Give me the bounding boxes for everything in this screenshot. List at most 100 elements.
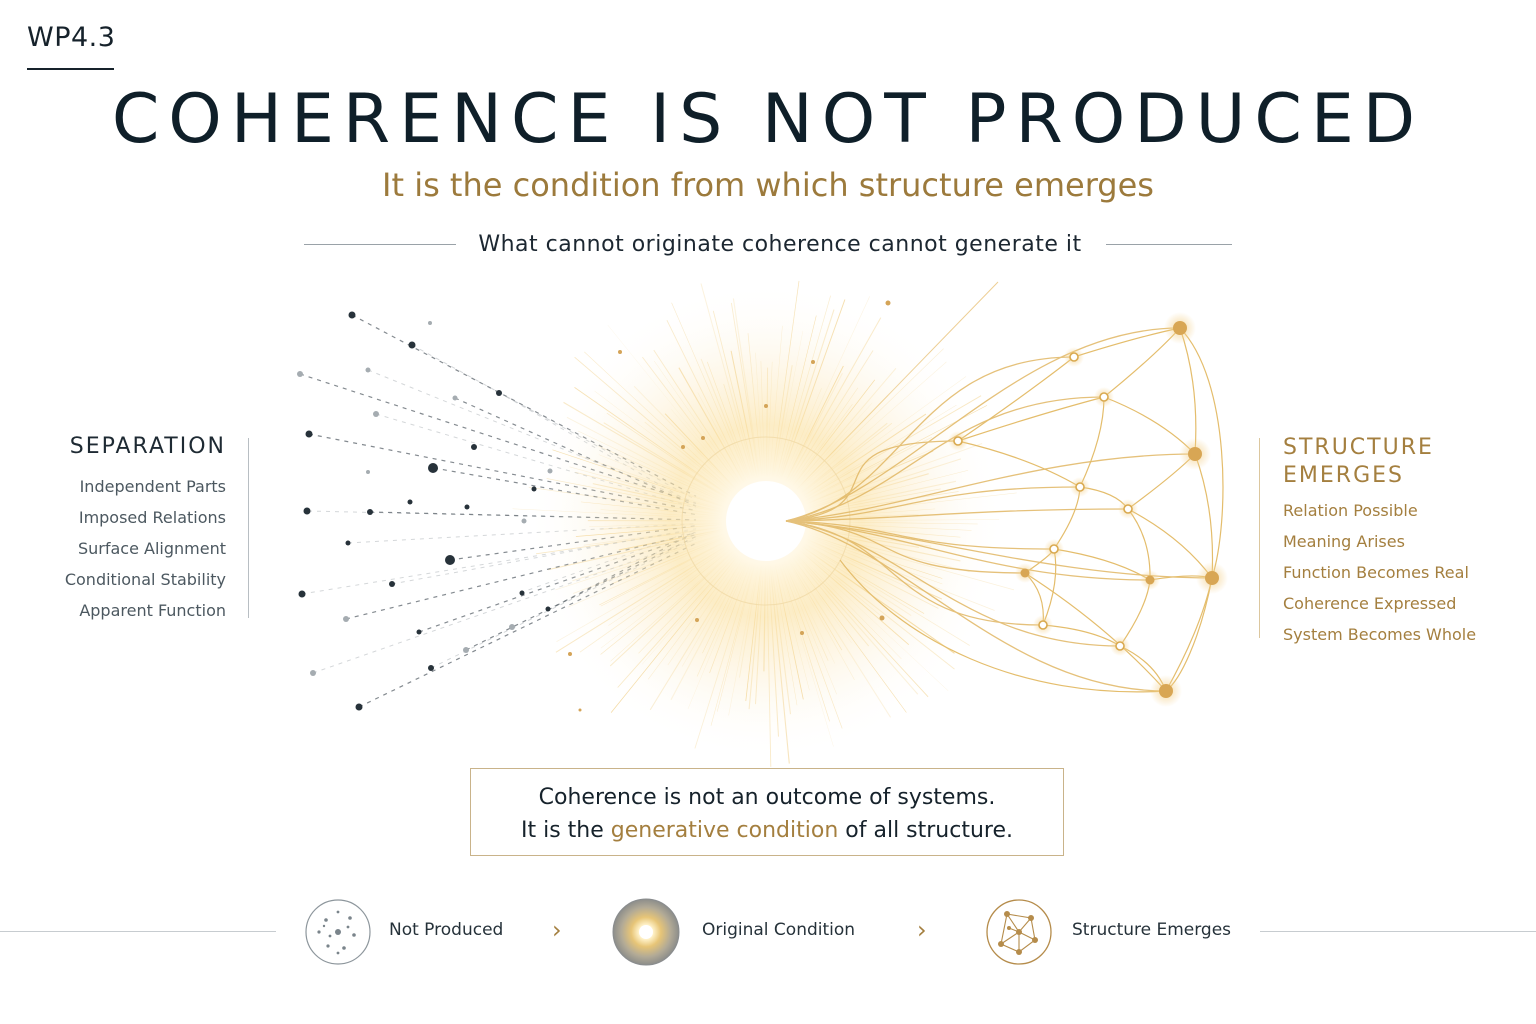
network-node [1069, 352, 1079, 362]
particle-dot [298, 590, 306, 598]
network-edge [1127, 508, 1213, 579]
list-item: Imposed Relations [78, 508, 226, 527]
particle-dot [428, 463, 438, 473]
spark-dot [701, 436, 705, 440]
separation-list: Independent Parts Imposed Relations Surf… [65, 476, 226, 631]
network-edge [1119, 579, 1151, 647]
spark-dot [681, 445, 685, 449]
emergence-curve [785, 508, 1129, 522]
list-item: Function Becomes Real [1283, 563, 1469, 582]
spark-dot [578, 708, 582, 712]
network-node [1020, 568, 1030, 578]
network-node [1049, 544, 1059, 554]
network-edge [957, 440, 1081, 488]
network-node [1038, 620, 1048, 630]
tagline-rule-right [1106, 244, 1232, 245]
list-item: Surface Alignment [77, 539, 226, 558]
spark-dot [764, 404, 768, 408]
particle-dot [471, 444, 477, 450]
footer-rule-right [1260, 931, 1536, 932]
network-icon [986, 899, 1052, 965]
particle-dot [416, 629, 422, 635]
spark-dot [811, 360, 815, 364]
network-edge [1053, 486, 1081, 550]
network-node [953, 436, 963, 446]
structure-heading-line1: STRUCTURE [1283, 435, 1434, 460]
network-node [1188, 447, 1202, 461]
particle-dot [343, 616, 349, 622]
particle-dot [407, 499, 413, 505]
page-title: COHERENCE IS NOT PRODUCED [111, 80, 1425, 159]
spark-dot [618, 350, 622, 354]
network-edge [1079, 396, 1105, 488]
network-node [1159, 684, 1173, 698]
particle-dot [509, 624, 515, 630]
spark-dot [568, 652, 572, 656]
particle-dot [464, 504, 470, 510]
emergence-curve [785, 396, 1105, 522]
separation-heading: SEPARATION [69, 434, 226, 459]
particle-dot [463, 647, 469, 653]
particle-dot [519, 590, 525, 596]
page-subtitle: It is the condition from which structure… [382, 166, 1154, 204]
network-node [1205, 571, 1219, 585]
emergence-curve [785, 486, 1081, 522]
network-node [1099, 392, 1109, 402]
tagline: What cannot originate coherence cannot g… [478, 232, 1082, 257]
list-item: Coherence Expressed [1283, 594, 1457, 613]
core-ring [681, 436, 851, 606]
particle-dot [345, 540, 351, 546]
structure-list: Relation Possible Meaning Arises Functio… [1283, 500, 1476, 655]
list-item: Apparent Function [79, 601, 226, 620]
network-edge [1024, 572, 1167, 692]
particle-dot [367, 509, 373, 515]
scatter-dots [297, 300, 891, 712]
scattered-dots-icon [305, 899, 371, 965]
chevron-right-icon: › [917, 916, 927, 944]
emergence-curve [785, 520, 1055, 550]
quote-text: of all structure. [838, 818, 1014, 843]
particle-dot [389, 581, 395, 587]
separation-stream [308, 433, 697, 512]
quote-text: It is the [520, 818, 611, 843]
chevron-right-icon: › [552, 916, 562, 944]
particle-dot [428, 321, 432, 325]
particle-dot [445, 555, 455, 565]
quote-highlight: generative condition [610, 818, 839, 843]
list-item: System Becomes Whole [1283, 625, 1477, 644]
network-node [1115, 641, 1125, 651]
emergence-curve [785, 520, 1167, 692]
particle-dot [521, 518, 527, 524]
spark-dot [800, 631, 804, 635]
document-code: WP4.3 [27, 22, 116, 53]
particle-dot [547, 468, 553, 474]
legend-structure-emerges: Structure Emerges [1072, 920, 1232, 940]
spark-dot [879, 615, 885, 621]
network-edge [957, 356, 1075, 442]
particle-dot [373, 411, 379, 417]
core-center [726, 481, 806, 561]
network-edge [957, 396, 1105, 442]
footer-rule-left [0, 931, 276, 932]
particle-dot [365, 367, 371, 373]
network-edge [1073, 327, 1181, 358]
particle-dot [428, 665, 434, 671]
particle-dot [496, 390, 502, 396]
particle-dot [452, 395, 458, 401]
particle-dot [545, 606, 551, 612]
spark-dot [885, 300, 891, 306]
network-node [1075, 482, 1085, 492]
structure-heading-line2: EMERGES [1283, 463, 1404, 488]
network-edge [839, 327, 1224, 693]
list-item: Independent Parts [79, 477, 226, 496]
network-edge [1194, 453, 1214, 579]
structure-nodes [948, 312, 1228, 707]
quote-line-1: Coherence is not an outcome of systems. [538, 785, 996, 810]
emergence-curve [785, 356, 1075, 522]
separation-stream [301, 529, 697, 595]
structure-divider [1259, 438, 1260, 638]
quote-line-2: It is the generative condition of all st… [471, 814, 1063, 847]
structure-heading: STRUCTURE EMERGES [1283, 434, 1434, 490]
legend-original-condition: Original Condition [702, 920, 856, 940]
